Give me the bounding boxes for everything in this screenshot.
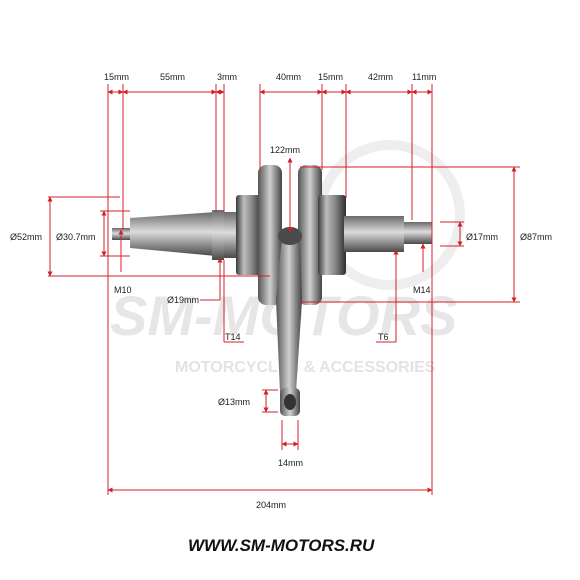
dim-3mm: 3mm — [217, 72, 237, 82]
dim-dia-17: Ø17mm — [466, 232, 498, 242]
dim-122mm: 122mm — [270, 145, 300, 155]
dim-15mm-left: 15mm — [104, 72, 129, 82]
dim-204mm: 204mm — [256, 500, 286, 510]
right-bearing — [318, 195, 346, 275]
timing-gear — [212, 210, 224, 260]
dim-42mm: 42mm — [368, 72, 393, 82]
dim-11mm: 11mm — [412, 72, 436, 82]
right-shaft — [344, 216, 404, 252]
dim-t6: T6 — [378, 332, 389, 342]
dim-dia-52: Ø52mm — [10, 232, 42, 242]
dim-dia-13: Ø13mm — [218, 397, 250, 407]
left-thread — [112, 228, 132, 240]
dim-15mm-right: 15mm — [318, 72, 343, 82]
right-thread — [404, 222, 432, 244]
dim-m10: M10 — [114, 285, 132, 295]
dim-dia-30-7: Ø30.7mm — [56, 232, 96, 242]
crank-pin — [278, 227, 302, 245]
small-end-bore — [284, 394, 296, 410]
dimension-labels: 15mm 55mm 3mm 40mm 15mm 42mm 11mm 122mm … — [10, 72, 552, 510]
watermark-tagline: MOTORCYCLES & ACCESSORIES — [175, 359, 436, 376]
left-collar — [224, 212, 238, 258]
connecting-rod — [276, 236, 302, 392]
dim-55mm: 55mm — [160, 72, 185, 82]
dim-dia-87: Ø87mm — [520, 232, 552, 242]
left-bearing — [236, 195, 262, 275]
dim-14mm: 14mm — [278, 458, 303, 468]
dimension-lines — [47, 84, 520, 495]
left-taper-shaft — [130, 212, 216, 256]
left-flywheel — [258, 165, 282, 305]
website-url: WWW.SM-MOTORS.RU — [188, 536, 375, 555]
right-flywheel — [298, 165, 322, 305]
dim-40mm: 40mm — [276, 72, 301, 82]
dim-t14: T14 — [225, 332, 241, 342]
crankshaft-image — [112, 165, 432, 416]
dim-dia-19: Ø19mm — [167, 295, 199, 305]
dim-m14: M14 — [413, 285, 431, 295]
